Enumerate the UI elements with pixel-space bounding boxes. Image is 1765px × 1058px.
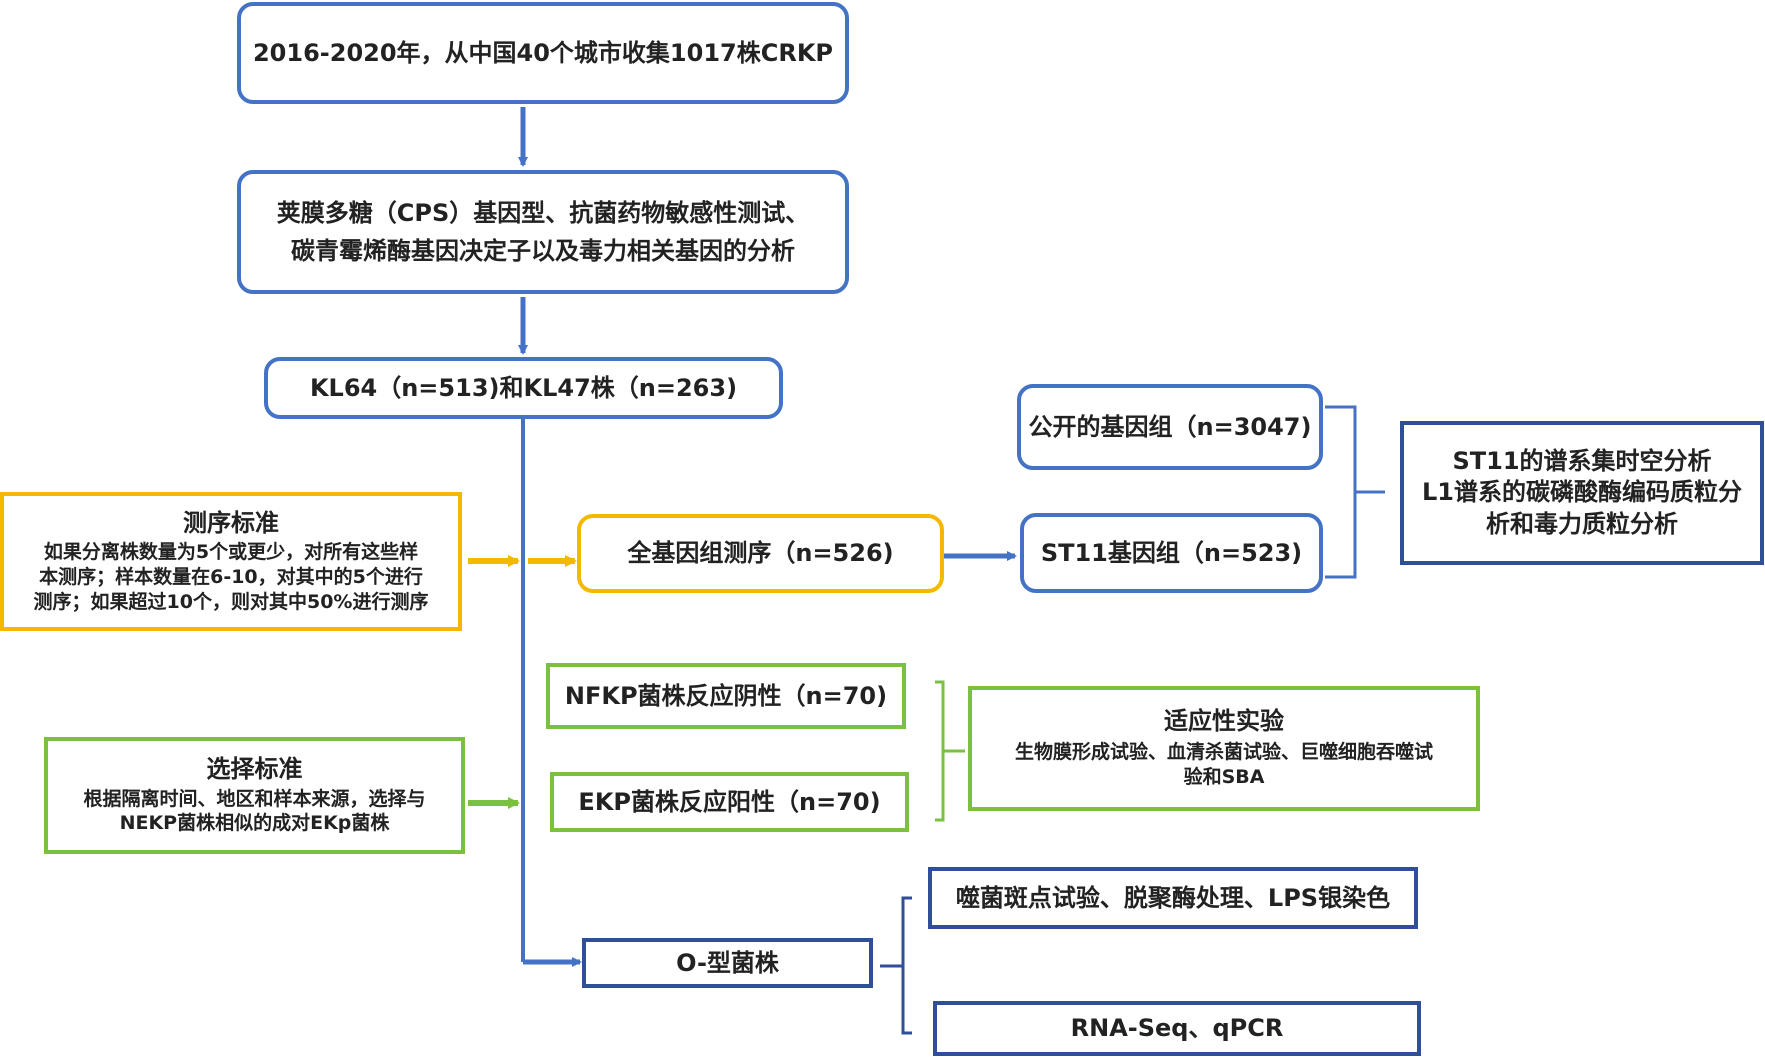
kl-box: KL64（n=513)和KL47株（n=263) xyxy=(264,357,783,419)
seq-criteria-line-2: 本测序；样本数量在6-10，对其中的5个进行 xyxy=(39,566,423,589)
wgs-text: 全基因组测序（n=526) xyxy=(627,539,894,568)
st11-analysis-line-1: ST11的谱系集时空分析 xyxy=(1452,447,1712,476)
ekp-box: EKP菌株反应阳性（n=70) xyxy=(550,772,909,832)
collect-box: 2016-2020年，从中国40个城市收集1017株CRKP xyxy=(237,2,849,104)
kl-text: KL64（n=513)和KL47株（n=263) xyxy=(309,373,738,402)
fitness-title: 适应性实验 xyxy=(1164,707,1284,736)
select-criteria-line-2: NEKP菌株相似的成对EKp菌株 xyxy=(119,812,390,835)
st11-analysis-line-3: 析和毒力质粒分析 xyxy=(1486,509,1678,538)
fitness-line-1: 生物膜形成试验、血清杀菌试验、巨噬细胞吞噬试 xyxy=(1014,741,1433,764)
st11-genomes-text: ST11基因组（n=523) xyxy=(1040,538,1303,567)
fitness-box: 适应性实验 生物膜形成试验、血清杀菌试验、巨噬细胞吞噬试 验和SBA xyxy=(968,686,1480,811)
public-genomes-text: 公开的基因组（n=3047) xyxy=(1028,412,1312,441)
rnaseq-text: RNA-Seq、qPCR xyxy=(1070,1014,1284,1043)
seq-criteria-line-1: 如果分离株数量为5个或更少，对所有这些样 xyxy=(43,541,419,564)
analysis-line-1: 荚膜多糖（CPS）基因型、抗菌药物敏感性测试、 xyxy=(276,198,810,227)
nfkp-text: NFKP菌株反应阴性（n=70) xyxy=(564,681,888,710)
seq-criteria-box: 测序标准 如果分离株数量为5个或更少，对所有这些样 本测序；样本数量在6-10，… xyxy=(0,492,462,631)
phage-text: 噬菌斑点试验、脱聚酶处理、LPS银染色 xyxy=(955,883,1391,912)
otype-text: O-型菌株 xyxy=(676,948,779,977)
otype-box: O-型菌株 xyxy=(582,938,873,988)
phage-box: 噬菌斑点试验、脱聚酶处理、LPS银染色 xyxy=(928,867,1418,929)
brace-fitness xyxy=(935,680,965,822)
analysis-box: 荚膜多糖（CPS）基因型、抗菌药物敏感性测试、 碳青霉烯酶基因决定子以及毒力相关… xyxy=(237,170,849,294)
brace-otype xyxy=(880,896,912,1035)
analysis-line-2: 碳青霉烯酶基因决定子以及毒力相关基因的分析 xyxy=(291,237,795,265)
fitness-line-2: 验和SBA xyxy=(1183,765,1265,788)
st11-analysis-line-2: L1谱系的碳磷酸酶编码质粒分 xyxy=(1422,478,1742,507)
select-criteria-box: 选择标准 根据隔离时间、地区和样本来源，选择与 NEKP菌株相似的成对EKp菌株 xyxy=(44,737,465,854)
select-criteria-line-1: 根据隔离时间、地区和样本来源，选择与 xyxy=(83,787,426,810)
seq-criteria-line-3: 测序；如果超过10个，则对其中50%进行测序 xyxy=(33,590,429,613)
seq-criteria-title: 测序标准 xyxy=(183,508,279,537)
public-genomes-box: 公开的基因组（n=3047) xyxy=(1017,384,1323,470)
st11-analysis-box: ST11的谱系集时空分析 L1谱系的碳磷酸酶编码质粒分 析和毒力质粒分析 xyxy=(1400,421,1764,565)
select-criteria-title: 选择标准 xyxy=(206,754,303,783)
wgs-box: 全基因组测序（n=526) xyxy=(577,514,944,593)
collect-text: 2016-2020年，从中国40个城市收集1017株CRKP xyxy=(252,38,834,67)
nfkp-box: NFKP菌株反应阴性（n=70) xyxy=(546,663,906,729)
st11-genomes-box: ST11基因组（n=523) xyxy=(1020,513,1323,593)
brace-genomes xyxy=(1325,405,1385,579)
rnaseq-box: RNA-Seq、qPCR xyxy=(933,1001,1421,1056)
ekp-text: EKP菌株反应阳性（n=70) xyxy=(578,787,881,816)
